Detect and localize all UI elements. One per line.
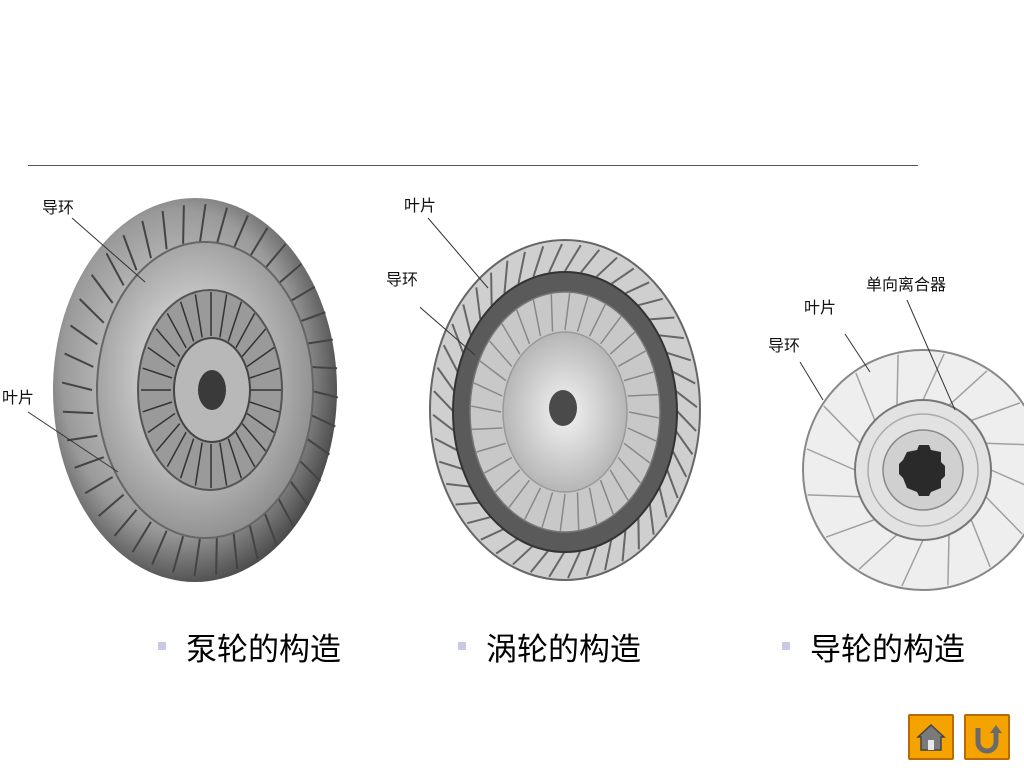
home-button[interactable]	[908, 714, 954, 760]
stator-caption: 导轮的构造	[782, 626, 965, 668]
home-icon	[916, 723, 946, 751]
pump-wheel-image	[27, 198, 339, 582]
stator-blade-label: 叶片	[804, 298, 837, 317]
turbine-ring-label: 导环	[386, 270, 419, 289]
return-icon	[975, 725, 1002, 754]
return-button[interactable]	[964, 714, 1010, 760]
bullet-icon	[782, 642, 790, 650]
stator-ring-label: 导环	[768, 336, 801, 355]
stator-clutch-label: 单向离合器	[866, 275, 947, 294]
pump-blade-label: 叶片	[2, 388, 35, 407]
stator-caption-text: 导轮的构造	[810, 631, 965, 668]
pump-caption: 泵轮的构造	[158, 626, 341, 668]
title-divider	[28, 165, 918, 166]
turbine-caption-text: 涡轮的构造	[486, 631, 641, 668]
bullet-icon	[458, 642, 466, 650]
pump-ring-label: 导环	[42, 198, 75, 217]
turbine-image	[420, 217, 701, 581]
turbine-blade-label: 叶片	[404, 196, 437, 215]
stator-image	[799, 300, 1024, 591]
bullet-icon	[158, 642, 166, 650]
pump-caption-text: 泵轮的构造	[186, 631, 341, 668]
turbine-caption: 涡轮的构造	[458, 626, 641, 668]
